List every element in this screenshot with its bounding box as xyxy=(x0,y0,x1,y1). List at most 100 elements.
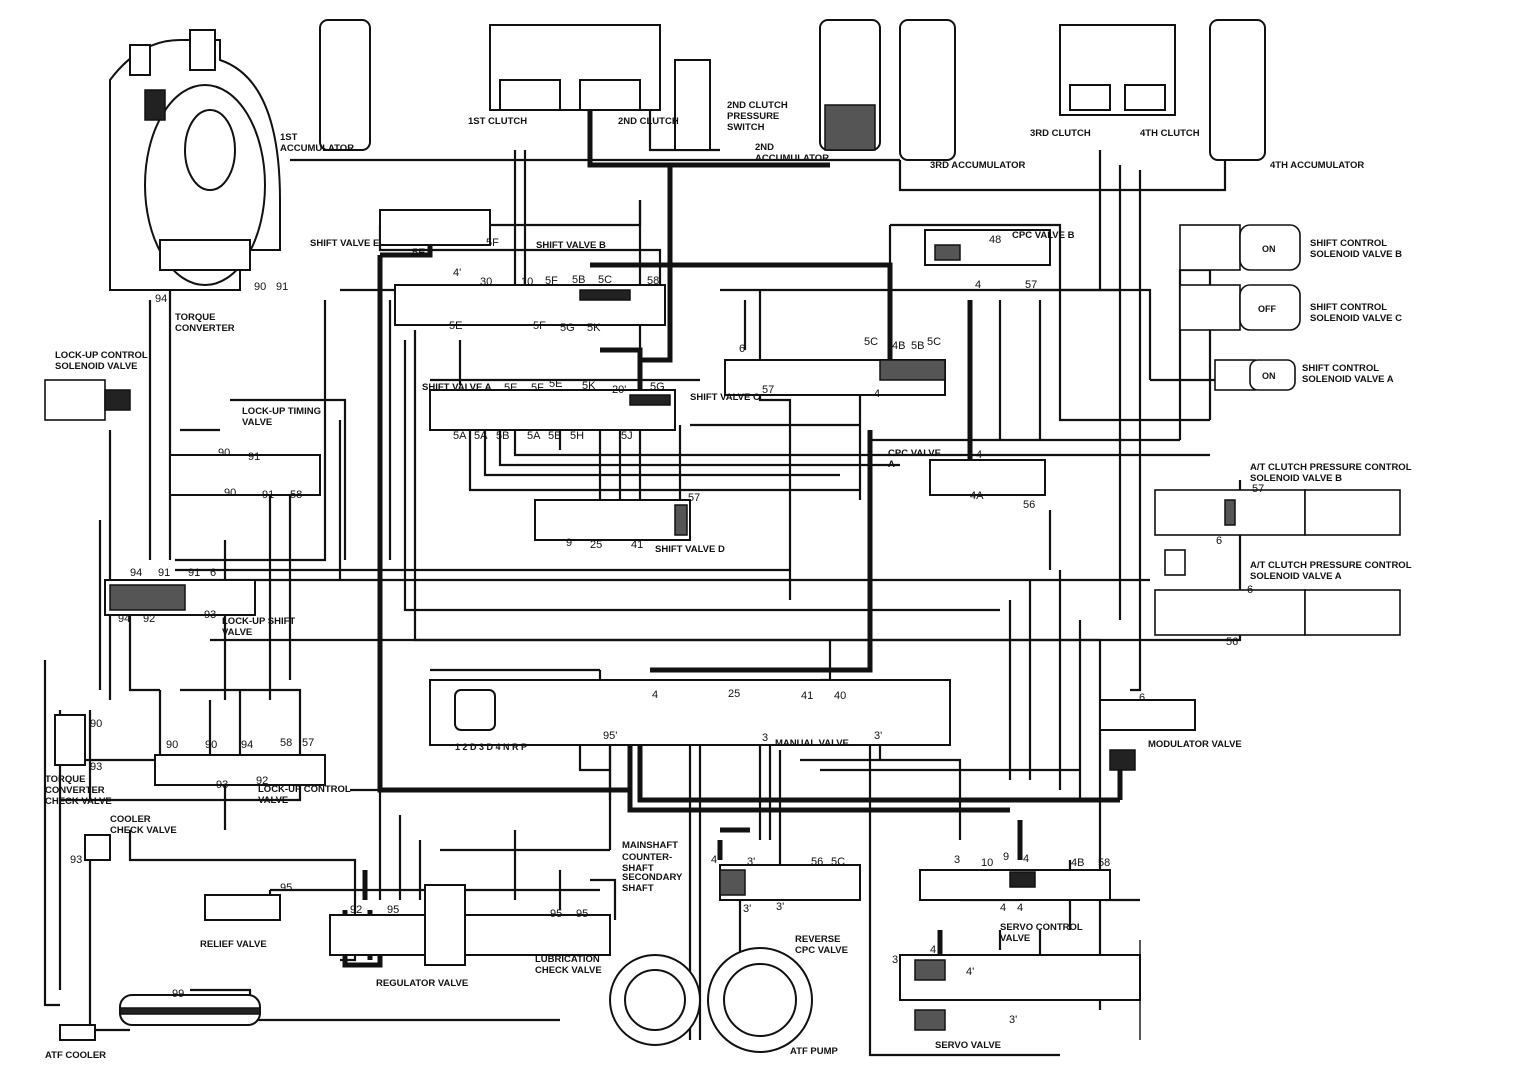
label-atf-cooler: ATF COOLER xyxy=(45,1050,106,1061)
port-label: 5B xyxy=(548,430,561,442)
port-label: 4 xyxy=(976,449,982,461)
port-label: 5C xyxy=(831,856,845,868)
port-label: 93 xyxy=(216,779,228,791)
port-label: 4 xyxy=(874,388,880,400)
port-label: 5G xyxy=(650,381,665,393)
port-label: 90 xyxy=(254,281,266,293)
label-mainshaft: MAINSHAFT xyxy=(622,840,678,851)
port-label: 5F xyxy=(545,275,558,287)
label-first-clutch: 1ST CLUTCH xyxy=(468,116,527,127)
port-label: 3' xyxy=(776,901,784,913)
port-label: 4 xyxy=(1017,902,1023,914)
port-label: 5B xyxy=(496,430,509,442)
label-servo-valve: SERVO VALVE xyxy=(935,1040,1001,1051)
label-manual-valve: MANUAL VALVE xyxy=(775,738,849,749)
port-label: 4A xyxy=(970,490,984,502)
port-label: 91 xyxy=(262,489,274,501)
port-label: 4' xyxy=(966,966,974,978)
label-third-clutch: 3RD CLUTCH xyxy=(1030,128,1091,139)
port-label: 10 xyxy=(521,276,533,288)
port-label: 3 xyxy=(892,954,898,966)
label-shift-valve-c: SHIFT VALVE C xyxy=(690,392,760,403)
port-label: 57 xyxy=(1025,279,1037,291)
port-label: 48 xyxy=(989,234,1001,246)
label-shift-valve-b: SHIFT VALVE B xyxy=(536,240,606,251)
label-fourth-accumulator: 4TH ACCUMULATOR xyxy=(1270,160,1364,171)
port-label: 6 xyxy=(1139,692,1145,704)
port-label: 57 xyxy=(302,737,314,749)
port-label: 92 xyxy=(143,613,155,625)
port-label: 99 xyxy=(172,988,184,1000)
port-label: 10 xyxy=(981,857,993,869)
port-label: 93 xyxy=(204,609,216,621)
port-label: 20' xyxy=(612,384,626,396)
port-label: 56 xyxy=(1023,499,1035,511)
port-label: 57 xyxy=(688,492,700,504)
port-label: 3' xyxy=(743,903,751,915)
port-label: 92 xyxy=(256,775,268,787)
port-label: 91 xyxy=(158,567,170,579)
port-label: 25 xyxy=(590,539,602,551)
port-label: 91 xyxy=(188,567,200,579)
port-label: 58 xyxy=(280,737,292,749)
label-shift-valve-a: SHIFT VALVE A xyxy=(422,382,492,393)
port-label: 5C xyxy=(927,336,941,348)
port-label: 90 xyxy=(205,739,217,751)
port-label: 90 xyxy=(90,718,102,730)
port-label: 5A xyxy=(527,430,541,442)
valve-bodies xyxy=(54,209,1196,1041)
port-label: 93 xyxy=(90,761,102,773)
label-atf-pump: ATF PUMP xyxy=(790,1046,839,1057)
port-label: 6 xyxy=(1216,535,1222,547)
label-cpc-valve-b: CPC VALVE B xyxy=(1012,230,1075,241)
port-label: 90 xyxy=(224,487,236,499)
port-label: 41 xyxy=(631,539,643,551)
label-second-clutch: 2ND CLUTCH xyxy=(618,116,679,127)
accumulators-and-clutches xyxy=(319,19,1266,161)
port-label: 5B xyxy=(572,274,585,286)
port-label: 5H xyxy=(570,430,584,442)
port-label: 3' xyxy=(874,730,882,742)
solenoids xyxy=(44,224,1401,636)
port-label: 91 xyxy=(248,451,260,463)
port-label: 95 xyxy=(387,904,399,916)
port-numbers: 5E 5F 4' 30 10 5F 5B 5C 58 5E 5F 5G 5K 5… xyxy=(70,234,1264,1026)
label-shift-valve-d: SHIFT VALVE D xyxy=(655,544,725,555)
port-label: 58 xyxy=(290,489,302,501)
solenoid-state-a: ON xyxy=(1262,371,1276,381)
port-label: 57 xyxy=(762,384,774,396)
port-label: 94 xyxy=(118,613,130,625)
port-label: 56 xyxy=(811,856,823,868)
port-label: 95 xyxy=(280,882,292,894)
port-label: 5E xyxy=(549,378,562,390)
label-regulator-valve: REGULATOR VALVE xyxy=(376,978,468,989)
torque-converter xyxy=(109,29,281,291)
port-label: 58 xyxy=(1098,857,1110,869)
port-label: 56 xyxy=(1226,636,1238,648)
port-label: 3' xyxy=(747,856,755,868)
port-label: 4 xyxy=(711,854,717,866)
port-label: 58 xyxy=(647,275,659,287)
hydraulic-lines xyxy=(43,110,1250,1057)
port-label: 94 xyxy=(155,293,167,305)
port-label: 90 xyxy=(218,447,230,459)
port-label: 92 xyxy=(350,904,362,916)
port-label: 40 xyxy=(834,690,846,702)
port-label: 94 xyxy=(241,739,253,751)
port-label: 9 xyxy=(566,537,572,549)
port-label: 41 xyxy=(801,690,813,702)
